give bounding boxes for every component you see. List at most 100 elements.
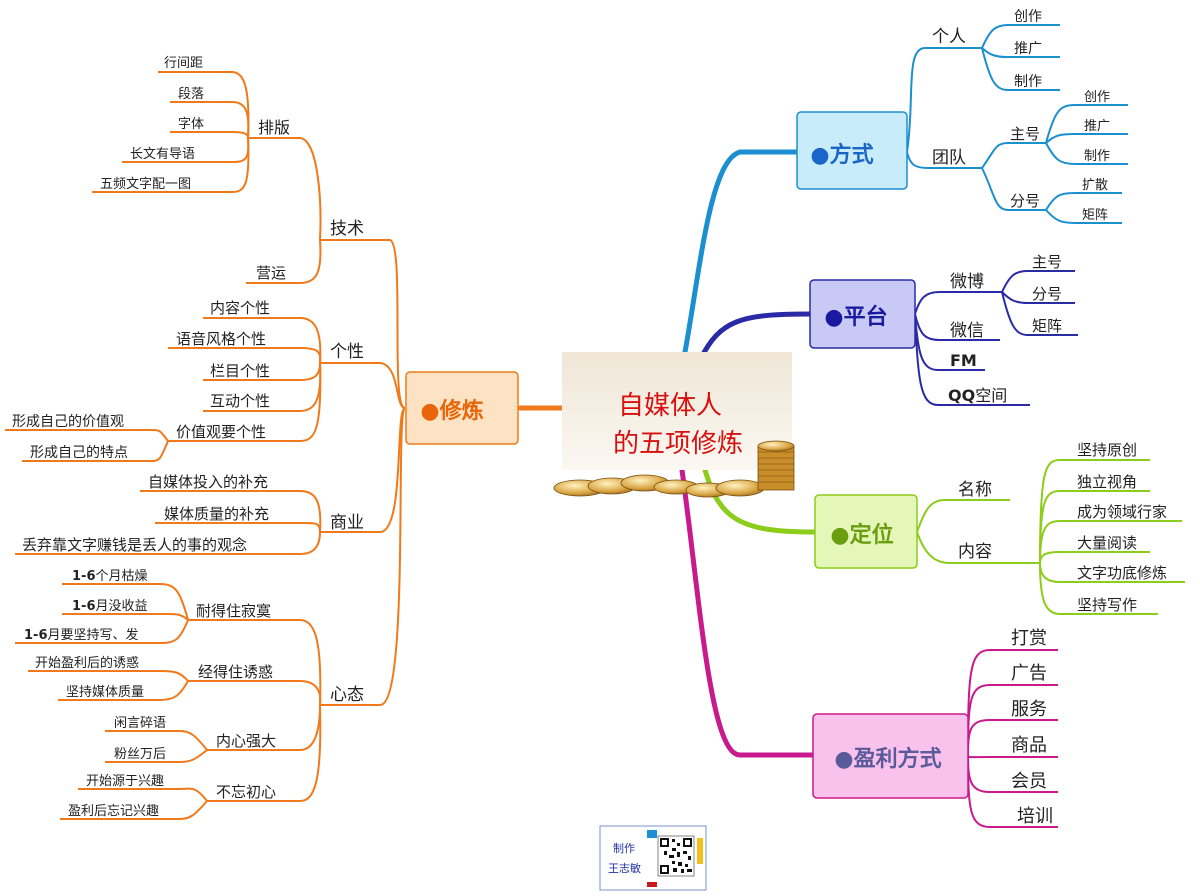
node-naide-item-0[interactable]: 1-6个月枯燥 xyxy=(72,569,148,584)
qq-bold: QQ xyxy=(948,386,975,405)
node-shangye-item-1[interactable]: 媒体质量的补充 xyxy=(164,505,269,523)
topic-fangshi[interactable]: ●方式 xyxy=(796,111,908,190)
node-zhuhao-item-2[interactable]: 制作 xyxy=(1084,149,1110,164)
node-tuandui[interactable]: 团队 xyxy=(932,148,966,168)
node-neirong[interactable]: 内容 xyxy=(958,542,992,562)
node-paiban-item-4[interactable]: 五频文字配一图 xyxy=(100,177,191,192)
node-neirong-item-3[interactable]: 大量阅读 xyxy=(1077,534,1137,552)
node-weibo[interactable]: 微博 xyxy=(950,272,984,292)
topic-xiulian[interactable]: ●修炼 xyxy=(405,371,519,445)
branch-dingwei xyxy=(916,459,1185,615)
branch-fangshi xyxy=(906,24,1128,224)
node-paiban-item-3[interactable]: 长文有导语 xyxy=(130,147,195,162)
node-neirong-item-4[interactable]: 文字功底修炼 xyxy=(1077,564,1167,582)
node-yingli-item-1[interactable]: 广告 xyxy=(1011,663,1047,684)
node-neirong-item-2[interactable]: 成为领域行家 xyxy=(1077,503,1167,521)
node-yingli-item-5[interactable]: 培训 xyxy=(1017,806,1053,827)
qr-code-icon xyxy=(657,835,695,877)
node-neirong-item-1[interactable]: 独立视角 xyxy=(1077,473,1137,491)
naide-item-1-text: 月没收益 xyxy=(96,599,148,614)
node-gexing-item-3[interactable]: 互动个性 xyxy=(210,392,270,410)
naide-item-1-num: 1-6 xyxy=(72,599,96,614)
node-xintai[interactable]: 心态 xyxy=(330,685,364,705)
node-fenhao[interactable]: 分号 xyxy=(1010,192,1040,210)
node-naide-item-2[interactable]: 1-6月要坚持写、发 xyxy=(24,627,139,643)
node-paiban-item-0[interactable]: 行间距 xyxy=(164,56,203,71)
node-jingde-item-1[interactable]: 坚持媒体质量 xyxy=(66,685,144,700)
node-weibo-item-1[interactable]: 分号 xyxy=(1032,285,1062,303)
node-yingli-item-2[interactable]: 服务 xyxy=(1011,699,1047,720)
node-neixin-item-0[interactable]: 闲言碎语 xyxy=(114,716,166,731)
qq-rest: 空间 xyxy=(975,386,1007,405)
node-weibo-item-0[interactable]: 主号 xyxy=(1032,253,1062,271)
node-geren-item-0[interactable]: 创作 xyxy=(1014,9,1042,25)
xiulian-labels: 技术 排版 行间距 段落 字体 长文有导语 五频文字配一图 营运 个性 内容个性… xyxy=(12,56,364,819)
node-jishu[interactable]: 技术 xyxy=(330,219,364,239)
node-shangye[interactable]: 商业 xyxy=(330,513,364,533)
node-jingde[interactable]: 经得住诱惑 xyxy=(198,663,273,681)
node-paiban-item-1[interactable]: 段落 xyxy=(178,87,204,102)
node-zhuhao-item-1[interactable]: 推广 xyxy=(1084,119,1110,134)
node-yingli-item-3[interactable]: 商品 xyxy=(1011,735,1047,756)
node-paiban-item-2[interactable]: 字体 xyxy=(178,117,204,132)
topic-yingli-label: ●盈利方式 xyxy=(834,746,941,772)
node-shangye-item-0[interactable]: 自媒体投入的补充 xyxy=(148,473,268,491)
branch-line-yingli xyxy=(679,467,816,758)
node-gexing-item-1[interactable]: 语音风格个性 xyxy=(176,330,266,348)
center-paper xyxy=(562,352,792,470)
node-qq[interactable]: QQ空间 xyxy=(948,386,1007,405)
node-buwang[interactable]: 不忘初心 xyxy=(216,783,276,801)
node-paiban[interactable]: 排版 xyxy=(258,118,290,137)
dingwei-labels: 名称 内容 坚持原创 独立视角 成为领域行家 大量阅读 文字功底修炼 坚持写作 xyxy=(958,441,1167,614)
topic-pingtai[interactable]: ●平台 xyxy=(809,279,916,349)
node-geren-item-2[interactable]: 制作 xyxy=(1014,74,1042,90)
node-naide-item-1[interactable]: 1-6月没收益 xyxy=(72,599,148,614)
badge-yellow-bar xyxy=(697,838,703,864)
topic-dingwei[interactable]: ●定位 xyxy=(814,494,918,569)
topic-pingtai-label: ●平台 xyxy=(824,304,887,330)
node-naide[interactable]: 耐得住寂寞 xyxy=(196,602,271,620)
node-neixin[interactable]: 内心强大 xyxy=(216,732,276,750)
node-gexing-item-0[interactable]: 内容个性 xyxy=(210,299,270,317)
node-weibo-item-2[interactable]: 矩阵 xyxy=(1032,317,1062,335)
node-fenhao-item-0[interactable]: 扩散 xyxy=(1082,178,1108,193)
node-fenhao-item-1[interactable]: 矩阵 xyxy=(1082,208,1108,223)
topic-yingli[interactable]: ●盈利方式 xyxy=(812,713,969,799)
pingtai-labels: 微博 主号 分号 矩阵 微信 FM QQ空间 xyxy=(948,253,1062,405)
branch-xiulian xyxy=(5,71,406,820)
node-yingli-item-0[interactable]: 打赏 xyxy=(1011,628,1047,649)
node-jiazhiguan-item-1[interactable]: 形成自己的特点 xyxy=(30,445,128,461)
node-yingyun[interactable]: 营运 xyxy=(256,264,286,282)
branch-line-fangshi xyxy=(682,149,800,355)
node-buwang-item-0[interactable]: 开始源于兴趣 xyxy=(86,774,164,789)
node-yingli-item-4[interactable]: 会员 xyxy=(1011,771,1047,792)
node-zhuhao-item-0[interactable]: 创作 xyxy=(1084,90,1110,105)
node-gexing-item-2[interactable]: 栏目个性 xyxy=(210,362,270,380)
node-geren-item-1[interactable]: 推广 xyxy=(1014,41,1042,57)
node-zhuhao[interactable]: 主号 xyxy=(1010,125,1040,143)
topic-dingwei-label: ●定位 xyxy=(830,522,893,548)
node-jiazhiguan[interactable]: 价值观要个性 xyxy=(176,423,266,441)
node-gexing[interactable]: 个性 xyxy=(330,342,364,362)
branch-pingtai xyxy=(914,270,1078,406)
badge-blue-bar xyxy=(647,830,657,838)
node-fm[interactable]: FM xyxy=(950,351,977,370)
branch-line-pingtai xyxy=(697,311,813,363)
node-shangye-item-2[interactable]: 丢弃靠文字赚钱是丢人的事的观念 xyxy=(22,536,247,554)
node-neixin-item-1[interactable]: 粉丝万后 xyxy=(114,747,166,762)
badge-red-bar xyxy=(647,882,657,887)
node-jiazhiguan-item-0[interactable]: 形成自己的价值观 xyxy=(12,414,124,430)
creator-badge: 制作 王志敏 xyxy=(599,825,707,891)
node-weixin[interactable]: 微信 xyxy=(950,321,984,341)
node-neirong-item-0[interactable]: 坚持原创 xyxy=(1077,441,1137,459)
node-jingde-item-0[interactable]: 开始盈利后的诱惑 xyxy=(35,655,139,671)
node-buwang-item-1[interactable]: 盈利后忘记兴趣 xyxy=(68,804,159,819)
node-neirong-item-5[interactable]: 坚持写作 xyxy=(1077,596,1137,614)
naide-item-0-num: 1-6 xyxy=(72,569,96,584)
topic-fangshi-label: ●方式 xyxy=(810,142,873,168)
center-topic[interactable]: 自媒体人 的五项修炼 xyxy=(553,352,795,498)
center-title-line2: 的五项修炼 xyxy=(613,429,743,459)
node-mingcheng[interactable]: 名称 xyxy=(958,480,992,500)
node-geren[interactable]: 个人 xyxy=(932,27,966,47)
